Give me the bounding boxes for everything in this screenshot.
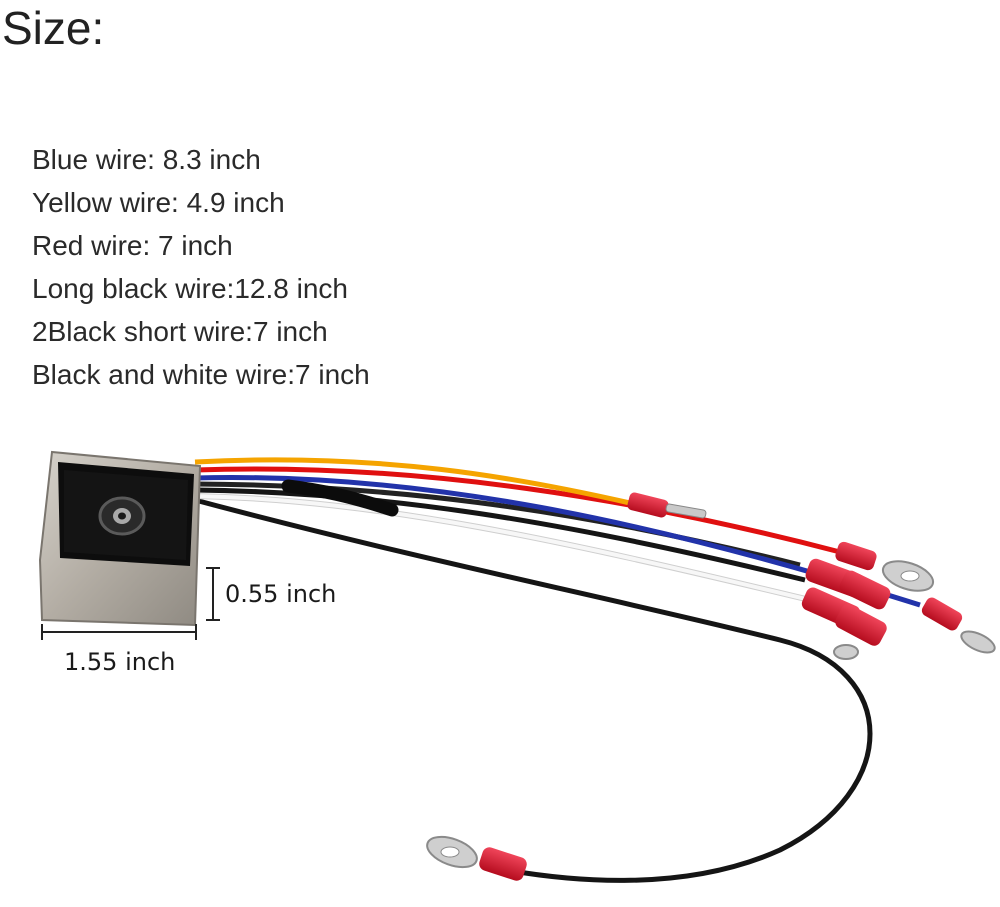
heat-shrink-sleeve [281, 479, 399, 517]
female-terminal-cluster [801, 558, 891, 660]
height-dimension-label: 0.55 inch [225, 580, 337, 608]
page-title: Size: [2, 2, 105, 54]
yellow-wire-terminal [627, 492, 707, 519]
spec-black-white-wire: Black and white wire:7 inch [32, 359, 370, 390]
spec-short-black-wire: 2Black short wire:7 inch [32, 316, 328, 347]
blue-wire [194, 475, 921, 608]
spec-long-black-wire: Long black wire:12.8 inch [32, 273, 348, 304]
spec-blue-wire: Blue wire: 8.3 inch [32, 144, 261, 175]
width-dimension-label: 1.55 inch [64, 648, 176, 676]
red-wire [194, 466, 841, 555]
height-dimension-line [206, 567, 220, 621]
long-black-wire [192, 497, 873, 883]
spec-yellow-wire: Yellow wire: 4.9 inch [32, 187, 285, 218]
wire-spec-list: Blue wire: 8.3 inch Yellow wire: 4.9 inc… [32, 138, 370, 396]
black-short-wire-1 [194, 487, 806, 583]
long-black-wire-terminal [426, 835, 527, 881]
regulator-housing [38, 450, 202, 627]
red-wire-terminal [835, 541, 935, 592]
spec-red-wire: Red wire: 7 inch [32, 230, 233, 261]
white-wire-core [194, 494, 811, 602]
yellow-wire [194, 457, 631, 506]
blue-wire-terminal [921, 597, 996, 654]
width-dimension-line [41, 624, 197, 640]
